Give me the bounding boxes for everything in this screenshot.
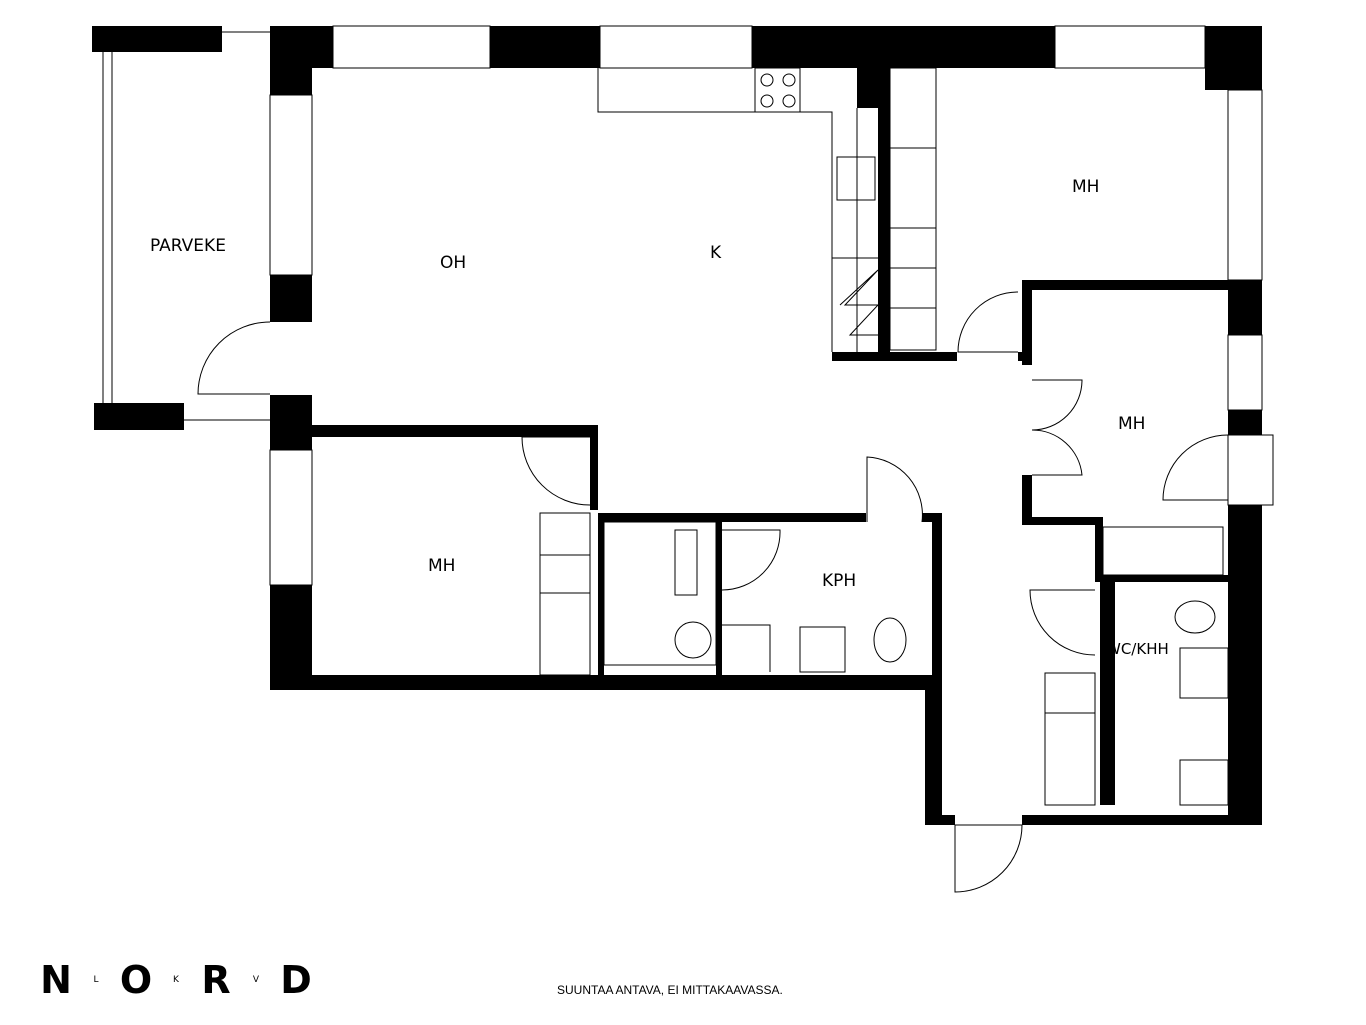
fixtures xyxy=(102,25,1274,893)
room-label-bathroom: KPH xyxy=(822,571,856,591)
walls xyxy=(92,26,1262,825)
logo-letter: D xyxy=(280,958,312,1002)
logo-letter: R xyxy=(201,958,231,1002)
room-label-balcony: PARVEKE xyxy=(150,236,226,256)
room-label-bedroom-middle-right: MH xyxy=(1118,414,1145,434)
logo-letter: O xyxy=(119,958,153,1002)
room-label-kitchen: K xyxy=(710,243,722,263)
room-label-toilet: WC/KHH xyxy=(1106,640,1169,658)
nord-logo: N L O K R V D xyxy=(28,958,324,1002)
room-label-bedroom-left: MH xyxy=(428,556,455,576)
room-label-living: OH xyxy=(440,253,466,273)
logo-letter: K xyxy=(173,975,179,985)
logo-letter: V xyxy=(252,975,260,985)
disclaimer: SUUNTAA ANTAVA, EI MITTAKAAVASSA. xyxy=(557,983,783,997)
logo-letter: N xyxy=(40,958,72,1002)
logo-letter: L xyxy=(93,975,99,985)
room-label-bedroom-top-right: MH xyxy=(1072,177,1099,197)
